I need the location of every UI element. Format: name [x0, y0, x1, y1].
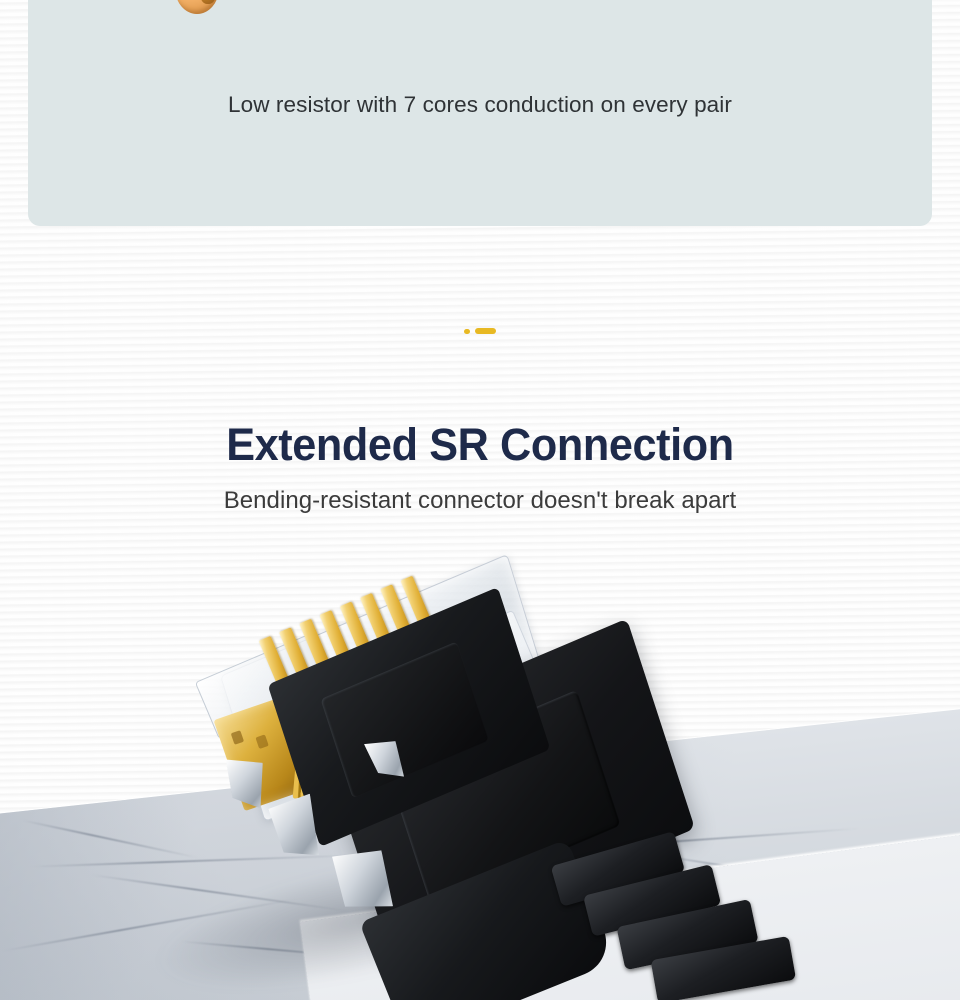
divider-dot-icon — [464, 328, 470, 334]
divider-bar-icon — [475, 328, 496, 334]
product-image — [0, 520, 960, 1000]
copper-strands-illustration — [28, 0, 932, 20]
feature-card-caption: Low resistor with 7 cores conduction on … — [228, 92, 732, 117]
feature-card: Low resistor with 7 cores conduction on … — [28, 0, 932, 226]
connector-body-panel-lower — [320, 641, 489, 799]
section-subtitle: Bending-resistant connector doesn't brea… — [223, 487, 737, 514]
section-title: Extended SR Connection — [226, 419, 734, 471]
rj45-connector — [194, 553, 836, 1000]
copper-strand-shadow-icon — [200, 0, 216, 4]
section-divider — [0, 328, 960, 334]
